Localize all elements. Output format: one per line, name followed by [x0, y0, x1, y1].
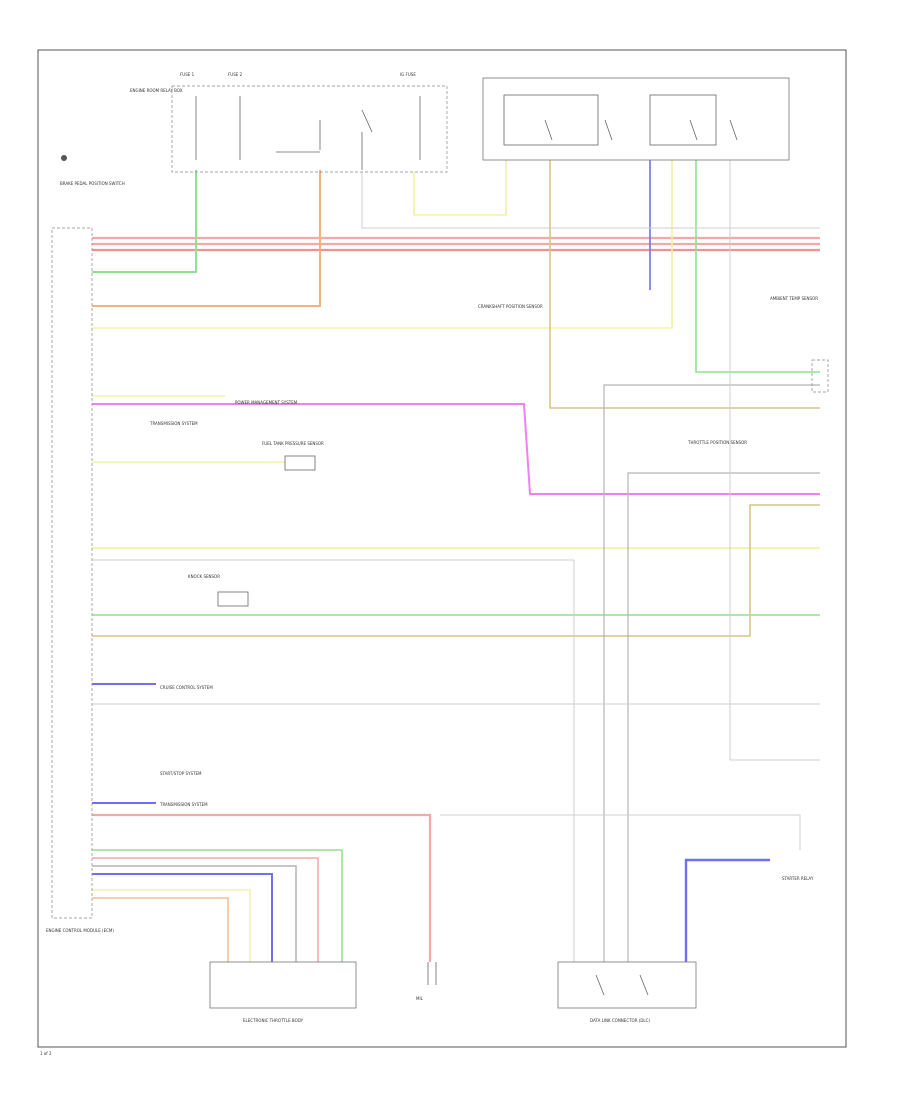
dlc-box — [557, 961, 697, 1009]
fuel-sensor-label: FUEL TANK PRESSURE SENSOR — [262, 441, 324, 446]
wire-tan-21 — [549, 160, 820, 409]
wire-magenta-7 — [92, 403, 820, 495]
relay-symbols-right — [544, 119, 738, 141]
wire-tan-11 — [92, 504, 820, 637]
relay-box-left — [171, 85, 448, 173]
ig-fuse-label: IG FUSE — [400, 72, 416, 77]
wire-orange-4 — [92, 170, 321, 307]
tp-sensor-label: THROTTLE POSITION SENSOR — [687, 440, 747, 445]
wire-green-22 — [695, 160, 820, 373]
relay-right-1 — [503, 94, 599, 146]
wire-green-3 — [92, 170, 197, 273]
power-mgmt-callout: POWER MANAGEMENT SYSTEM — [235, 400, 298, 405]
knock-sensor-box — [217, 591, 249, 607]
wire-blue-25 — [684, 858, 770, 962]
ambient-sensor-label: AMBIENT TEMP SENSOR — [770, 296, 818, 301]
wire-orange-20 — [92, 897, 229, 962]
right-sensor-box — [811, 359, 829, 393]
trans-callout-1: TRANSMISSION SYSTEM — [149, 421, 198, 426]
ecm-connector — [51, 227, 93, 919]
starter-relay-label: STARTER RELAY — [782, 876, 814, 881]
throttle-body-box — [209, 961, 357, 1009]
dlc-switches — [595, 974, 649, 996]
knock-sensor-label: KNOCK SENSOR — [188, 574, 220, 579]
mil-symbol — [427, 962, 437, 985]
wire-red-16 — [92, 857, 319, 962]
wires-layer — [92, 160, 820, 962]
fuse-a-label: FUSE 1 — [180, 72, 195, 77]
relay-box-right — [482, 77, 790, 161]
dlc-label: DATA LINK CONNECTOR (DLC) — [590, 1018, 650, 1023]
start-stop-callout: START/STOP SYSTEM — [160, 771, 202, 776]
ground-symbol — [61, 155, 67, 161]
wire-gray-27 — [627, 472, 820, 962]
wire-lightgray-32 — [440, 814, 801, 850]
relay-right-2 — [649, 94, 717, 146]
wire-red-14 — [92, 813, 432, 962]
wire-lightgray-28 — [92, 559, 575, 962]
page-tag: 1 of 2 — [40, 1051, 52, 1056]
wire-yellow-19 — [92, 889, 251, 962]
fuel-sensor-box — [284, 455, 316, 471]
diagram-frame — [37, 49, 847, 1048]
wire-blue-18 — [92, 873, 273, 962]
trans-callout-2: TRANSMISSION SYSTEM — [159, 802, 208, 807]
wire-lightgray-30 — [729, 160, 820, 761]
fuse-b-label: FUSE 2 — [228, 72, 243, 77]
ecm-label: ENGINE CONTROL MODULE (ECM) — [46, 928, 114, 933]
wire-yellow-5 — [92, 160, 673, 329]
brake-switch-label: BRAKE PEDAL POSITION SWITCH — [60, 181, 125, 186]
wire-green-15 — [92, 849, 343, 962]
relay-symbols-left — [195, 96, 421, 170]
wire-gray-26 — [603, 384, 820, 962]
wire-gray-17 — [92, 865, 297, 962]
mil-label: MIL — [416, 996, 424, 1001]
throttle-body-label: ELECTRONIC THROTTLE BODY — [243, 1018, 304, 1023]
cruise-callout: CRUISE CONTROL SYSTEM — [160, 685, 213, 690]
wire-yellow-23 — [413, 160, 507, 216]
wire-lightgray-31 — [361, 172, 820, 229]
relay-box-label: ENGINE ROOM RELAY BOX — [130, 88, 183, 93]
crank-sensor-label: CRANKSHAFT POSITION SENSOR — [478, 304, 543, 309]
